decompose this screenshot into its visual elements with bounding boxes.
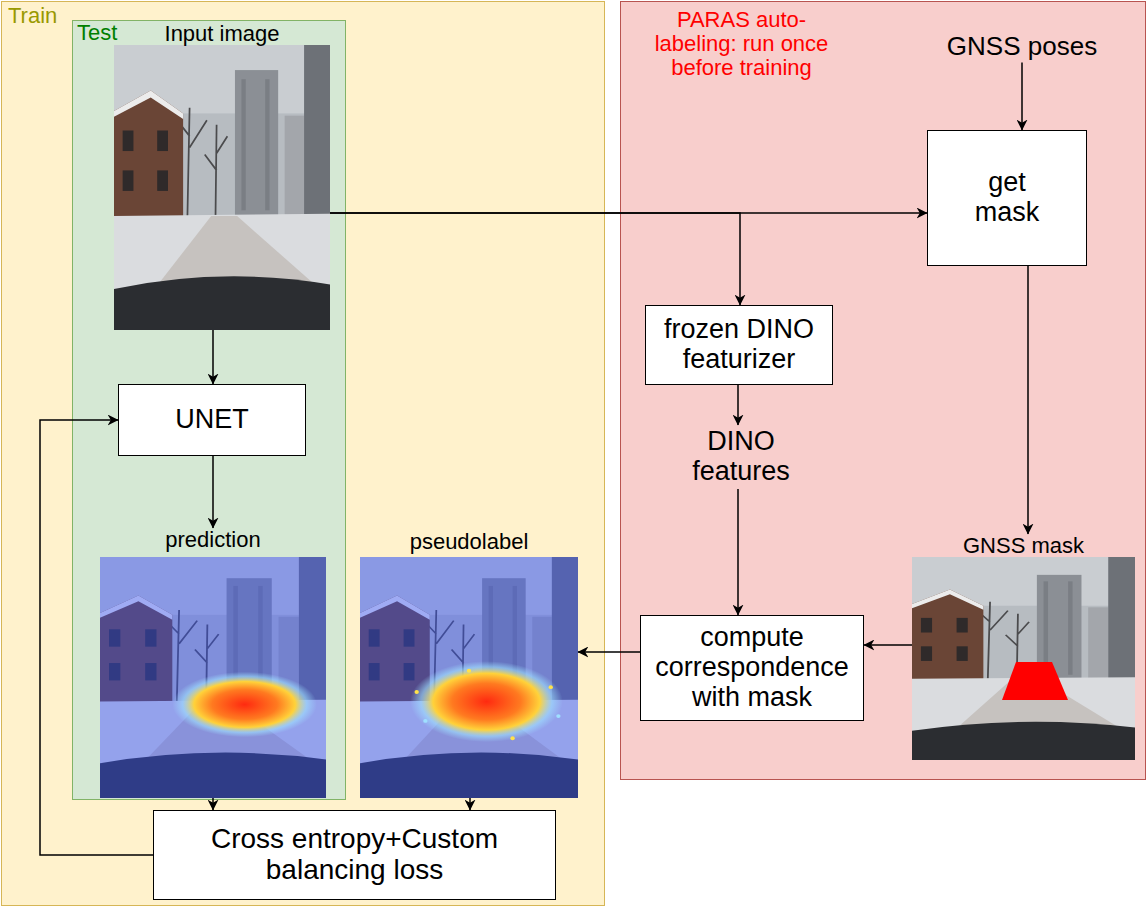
region-label: Train bbox=[8, 4, 57, 28]
connector bbox=[212, 798, 214, 810]
prediction-heatmap bbox=[172, 672, 317, 738]
data-label: DINO features bbox=[683, 425, 799, 489]
connector bbox=[330, 212, 927, 214]
process-box: compute correspondence with mask bbox=[640, 615, 864, 721]
process-box: UNET bbox=[118, 384, 306, 456]
connector bbox=[40, 420, 153, 855]
node-label: get mask bbox=[967, 168, 1047, 227]
node-label: compute correspondence with mask bbox=[648, 623, 856, 712]
mask-photo bbox=[912, 557, 1135, 760]
node-label: DINO features bbox=[686, 427, 796, 486]
connector bbox=[212, 330, 214, 384]
image-panel: GNSS mask bbox=[912, 534, 1135, 760]
connector bbox=[1027, 266, 1029, 534]
node-label: GNSS poses bbox=[947, 32, 1097, 61]
train-region: TrainTest Input imageUNET prediction pseudo… bbox=[1, 1, 605, 906]
node-label: pseudolabel bbox=[410, 530, 529, 553]
process-box: get mask bbox=[927, 130, 1087, 266]
gnss-mask-shape bbox=[1002, 662, 1068, 700]
node-label: frozen DINO featurizer bbox=[654, 315, 824, 374]
test-region: Test Input imageUNET prediction bbox=[72, 20, 346, 800]
connector bbox=[212, 456, 214, 528]
connector bbox=[737, 489, 739, 615]
pseudolabel-photo bbox=[360, 557, 578, 798]
connector bbox=[737, 385, 739, 425]
connector bbox=[1021, 63, 1023, 131]
input-photo bbox=[114, 45, 330, 330]
connector bbox=[578, 651, 640, 653]
connector bbox=[469, 798, 471, 810]
connector bbox=[864, 644, 912, 646]
region-label: PARAS auto-labeling: run once before tra… bbox=[639, 8, 844, 81]
node-label: UNET bbox=[175, 405, 249, 435]
image-panel: pseudolabel bbox=[360, 530, 578, 798]
auto-label-region: PARAS auto-labeling: run once before tra… bbox=[620, 1, 1146, 780]
overlay-tint bbox=[360, 557, 578, 798]
prediction-photo bbox=[100, 557, 326, 798]
process-box: frozen DINO featurizer bbox=[645, 305, 833, 385]
input-label: GNSS poses bbox=[942, 30, 1102, 63]
node-label: Input image bbox=[165, 22, 280, 45]
loss-box: Cross entropy+Custom balancing loss bbox=[153, 810, 556, 900]
pseudolabel-heatmap bbox=[410, 661, 563, 742]
image-panel: prediction bbox=[100, 528, 326, 798]
connector bbox=[330, 213, 740, 305]
node-label: prediction bbox=[165, 528, 260, 551]
region-label: Test bbox=[77, 21, 117, 45]
overlay-tint bbox=[100, 557, 326, 798]
node-label: Cross entropy+Custom balancing loss bbox=[185, 824, 525, 886]
node-label: GNSS mask bbox=[963, 534, 1084, 557]
image-panel: Input image bbox=[114, 22, 330, 330]
